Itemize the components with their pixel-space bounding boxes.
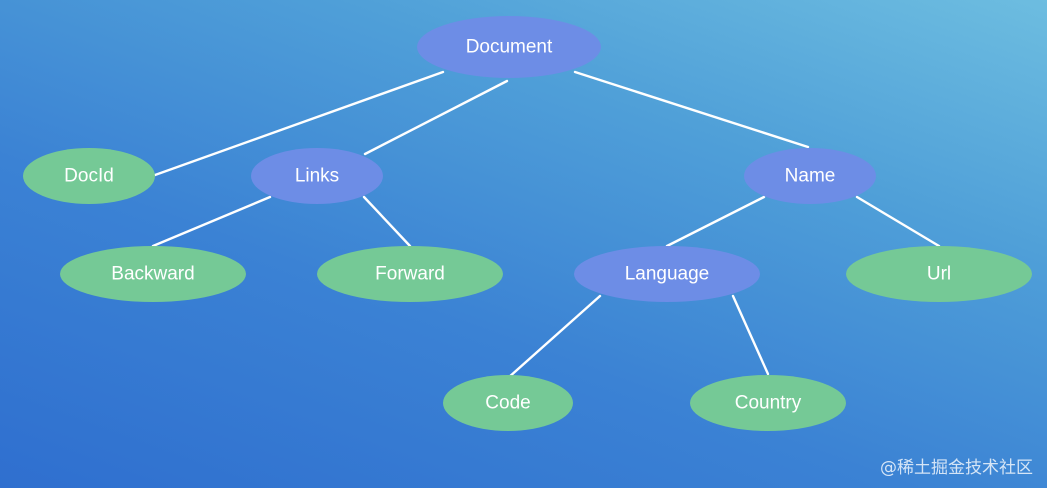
edge-document-links xyxy=(363,79,509,156)
node-forward: Forward xyxy=(317,246,503,302)
edge-language-code xyxy=(506,294,602,380)
node-links: Links xyxy=(251,148,383,204)
node-country: Country xyxy=(690,375,846,431)
node-backward: Backward xyxy=(60,246,246,302)
node-links-shape xyxy=(251,148,383,204)
edge-document-name xyxy=(573,70,810,149)
node-url: Url xyxy=(846,246,1032,302)
edges xyxy=(151,70,941,380)
edge-name-language xyxy=(665,195,766,248)
node-document-shape xyxy=(417,16,601,78)
node-forward-label: Forward xyxy=(375,264,445,285)
node-language-shape xyxy=(574,246,760,302)
node-docid-shape xyxy=(23,148,155,204)
node-language-label: Language xyxy=(625,264,710,285)
node-backward-label: Backward xyxy=(111,264,194,285)
node-backward-shape xyxy=(60,246,246,302)
node-forward-shape xyxy=(317,246,503,302)
edge-language-country xyxy=(731,294,770,376)
edge-document-docid xyxy=(153,70,445,177)
node-country-shape xyxy=(690,375,846,431)
watermark: @稀土掘金技术社区 xyxy=(880,458,1033,478)
node-document-label: Document xyxy=(466,37,553,58)
node-name-label: Name xyxy=(785,166,836,187)
node-url-shape xyxy=(846,246,1032,302)
node-language: Language xyxy=(574,246,760,302)
node-code-shape xyxy=(443,375,573,431)
node-name: Name xyxy=(744,148,876,204)
node-code: Code xyxy=(443,375,573,431)
node-name-shape xyxy=(744,148,876,204)
edge-name-url xyxy=(855,195,941,248)
node-docid-label: DocId xyxy=(64,166,114,187)
node-url-label: Url xyxy=(927,264,951,285)
node-document: Document xyxy=(417,16,601,78)
edge-links-backward xyxy=(151,195,272,248)
node-links-label: Links xyxy=(295,166,339,187)
node-code-label: Code xyxy=(485,393,530,414)
node-country-label: Country xyxy=(735,393,802,414)
edge-links-forward xyxy=(362,195,412,248)
node-docid: DocId xyxy=(23,148,155,204)
